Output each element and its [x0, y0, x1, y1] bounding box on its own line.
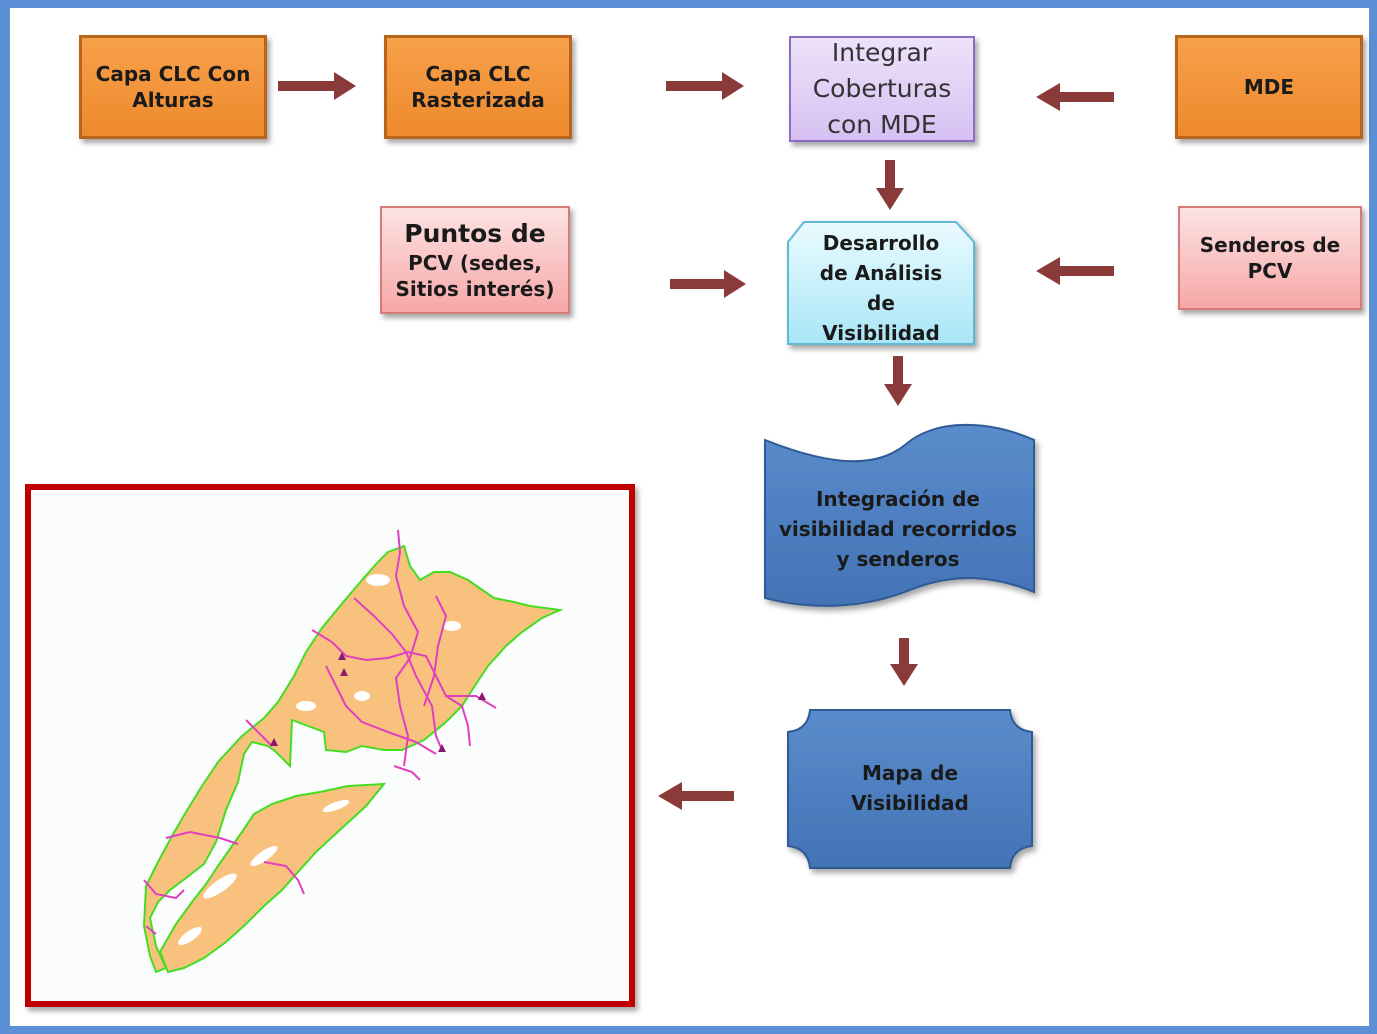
integracion-shape	[764, 423, 1035, 607]
visibility-map	[142, 529, 564, 974]
map-clearings	[178, 574, 461, 946]
map-trails	[143, 529, 497, 935]
arrow-puntos-to-desarrollo	[670, 270, 746, 298]
arrow-integrar-to-desarrollo	[876, 160, 904, 210]
map-region-main	[142, 544, 564, 974]
map-points	[270, 652, 486, 752]
arrow-desarrollo-to-integracion	[884, 356, 912, 406]
arrow-senderos-to-desarrollo	[1036, 257, 1114, 285]
arrow-integracion-to-mapa	[890, 638, 918, 686]
visibility-map-panel	[25, 484, 635, 1007]
node-integracion-label: Integración de visibilidad recorridos y …	[778, 487, 1018, 571]
node-mde: MDE	[1175, 35, 1363, 139]
node-puntos-pcv: Puntos de PCV (sedes, Sitios interés)	[380, 206, 570, 314]
node-mapa-label: Mapa de Visibilidad	[851, 761, 969, 815]
arrow-alturas-to-rasterizada	[278, 72, 356, 100]
arrow-mde-to-integrar	[1036, 83, 1114, 111]
arrow-rasterizada-to-integrar	[666, 72, 744, 100]
arrow-mapa-to-map	[658, 782, 734, 810]
desarrollo-shape	[787, 221, 975, 345]
mapa-shape	[787, 709, 1033, 869]
map-region-south	[158, 782, 387, 974]
node-desarrollo-label: Desarrollo de Análisis de Visibilidad	[819, 231, 943, 345]
